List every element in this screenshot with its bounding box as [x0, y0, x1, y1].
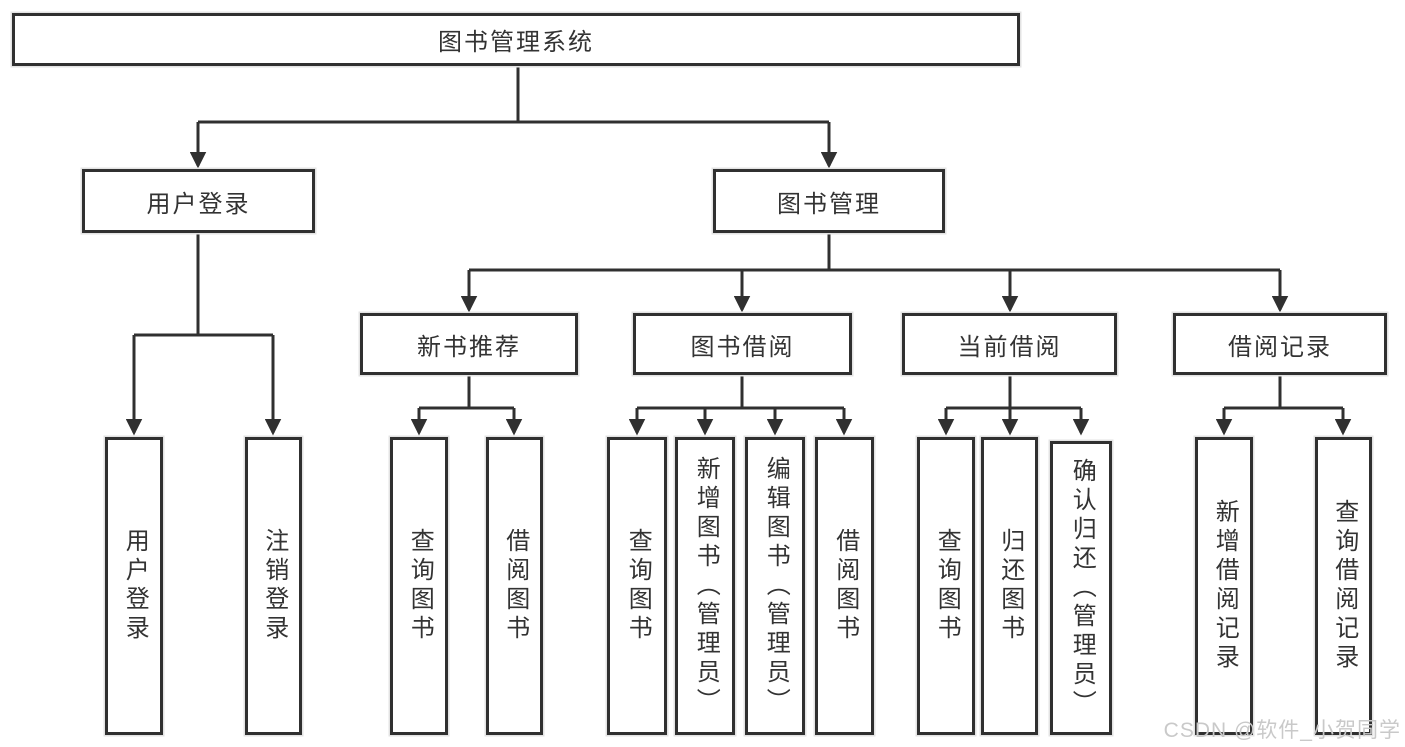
leaf-recommend-borrow-books: 借阅图书: [486, 437, 543, 735]
leaf-current-query-books-label: 查询图书: [933, 528, 961, 644]
leaf-logout-login: 注销登录: [245, 437, 302, 735]
node-book-borrowing-label: 图书借阅: [690, 333, 795, 361]
leaf-borrowing-query-books-label: 查询图书: [624, 528, 652, 644]
leaf-query-borrow-record-label: 查询借阅记录: [1330, 499, 1358, 673]
node-new-book-recommend: 新书推荐: [360, 313, 578, 375]
leaf-edit-books-admin-label: 编辑图书（管理员）: [762, 455, 790, 717]
leaf-logout-login-label: 注销登录: [260, 528, 288, 644]
leaf-confirm-return-admin: 确认归还（管理员）: [1050, 441, 1112, 735]
leaf-user-login-label: 用户登录: [121, 528, 149, 644]
connector-trunk-lines: [134, 66, 1343, 410]
leaf-return-books-label: 归还图书: [996, 528, 1024, 644]
leaf-borrowing-borrow-books-label: 借阅图书: [831, 528, 859, 644]
leaf-add-books-admin: 新增图书（管理员）: [675, 437, 735, 735]
leaf-recommend-query-books-label: 查询图书: [406, 528, 434, 644]
node-borrowing-records: 借阅记录: [1173, 313, 1387, 375]
node-current-borrowing: 当前借阅: [902, 313, 1117, 375]
leaf-add-borrow-record-label: 新增借阅记录: [1211, 499, 1239, 673]
node-user-login-label: 用户登录: [146, 190, 251, 218]
leaf-current-query-books: 查询图书: [917, 437, 975, 735]
node-book-borrowing: 图书借阅: [633, 313, 852, 375]
node-root-label: 图书管理系统: [438, 29, 594, 56]
leaf-user-login: 用户登录: [105, 437, 163, 735]
node-book-management: 图书管理: [713, 169, 945, 233]
leaf-return-books: 归还图书: [981, 437, 1038, 735]
node-new-book-recommend-label: 新书推荐: [417, 333, 521, 361]
leaf-confirm-return-admin-label: 确认归还（管理员）: [1068, 457, 1096, 719]
node-current-borrowing-label: 当前借阅: [957, 333, 1062, 361]
leaf-borrowing-borrow-books: 借阅图书: [815, 437, 874, 735]
node-borrowing-records-label: 借阅记录: [1228, 333, 1332, 361]
node-book-management-label: 图书管理: [777, 190, 881, 218]
node-root: 图书管理系统: [12, 13, 1020, 66]
leaf-add-books-admin-label: 新增图书（管理员）: [692, 455, 720, 717]
watermark: CSDN @软件_小贺同学: [1163, 719, 1401, 742]
leaf-query-borrow-record: 查询借阅记录: [1315, 437, 1372, 735]
leaf-add-borrow-record: 新增借阅记录: [1195, 437, 1253, 735]
leaf-recommend-query-books: 查询图书: [390, 437, 448, 735]
node-user-login: 用户登录: [82, 169, 315, 233]
leaf-borrowing-query-books: 查询图书: [607, 437, 667, 735]
leaf-recommend-borrow-books-label: 借阅图书: [501, 528, 529, 644]
connector-arrow-lines: [125, 122, 1352, 436]
leaf-edit-books-admin: 编辑图书（管理员）: [745, 437, 805, 735]
